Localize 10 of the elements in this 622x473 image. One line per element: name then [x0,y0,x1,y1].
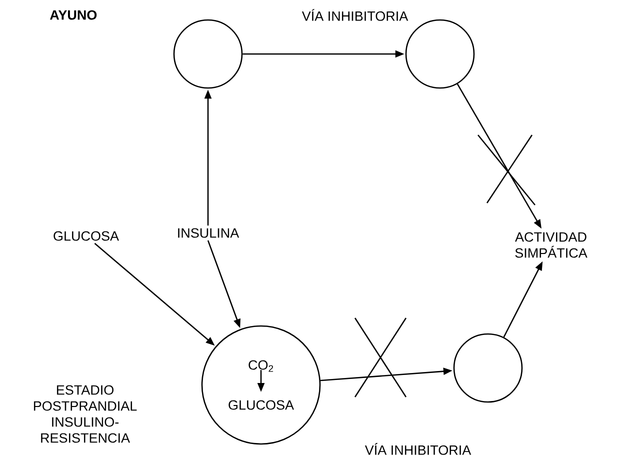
node-label: ACTIVIDAD SIMPÁTICA [515,232,588,258]
circle [405,19,475,89]
text-label: ESTADIO POSTPRANDIAL INSULINO-RESISTENCIA [34,385,137,443]
text-label: VÍA INHIBITORIA [302,9,408,21]
text-label: VÍA INHIBITORIA [364,443,472,455]
circle [453,333,523,403]
node-label: GLUCOSA [54,231,119,241]
circle [173,19,243,89]
node-label: INSULINA [178,228,240,238]
text-label: AYUNO [50,10,97,20]
